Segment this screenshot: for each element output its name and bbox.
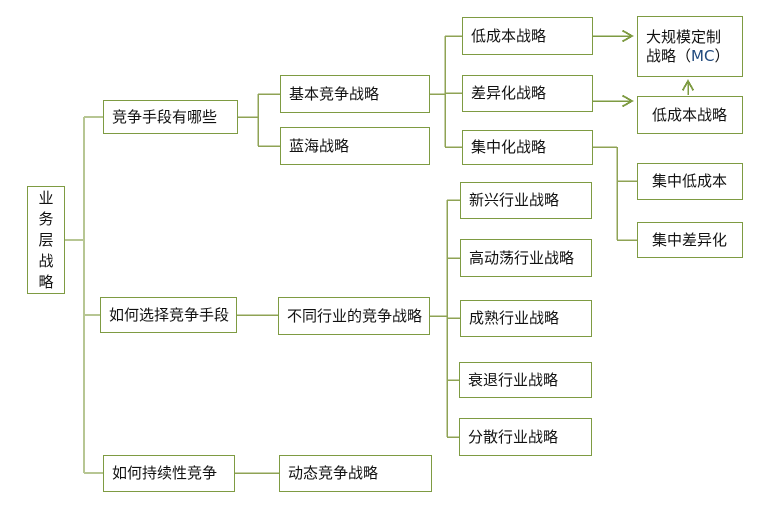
node-label: 低成本战略 [652, 105, 728, 124]
node-label: 集中差异化 [652, 230, 728, 249]
node-how-to-sustain-competition: 如何持续性竞争 [103, 455, 235, 492]
mc-abbreviation: MC [691, 46, 715, 65]
arrow-connectors [593, 29, 695, 108]
node-focus-strategy: 集中化战略 [462, 130, 593, 165]
node-label: 不同行业的竞争战略 [287, 306, 423, 325]
node-turbulent-industry-strategy: 高动荡行业战略 [460, 239, 592, 277]
node-label: 分散行业战略 [468, 427, 559, 446]
node-blue-ocean-strategy: 蓝海战略 [280, 127, 430, 165]
node-business-level-strategy: 业务层战略 [27, 186, 65, 294]
node-label: 集中化战略 [471, 138, 547, 156]
node-label: 如何持续性竞争 [112, 464, 218, 482]
node-mass-customization-strategy: 大规模定制 战略（MC） [637, 16, 743, 77]
node-basic-competitive-strategy: 基本竞争战略 [280, 75, 430, 113]
node-industry-competitive-strategies: 不同行业的竞争战略 [278, 297, 430, 335]
node-low-cost-strategy-2: 低成本战略 [637, 96, 743, 134]
node-fragmented-industry-strategy: 分散行业战略 [459, 418, 592, 456]
node-label: 动态竞争战略 [288, 464, 379, 482]
node-label: 如何选择竞争手段 [109, 305, 230, 324]
node-differentiation-strategy: 差异化战略 [462, 75, 593, 112]
node-label: 大规模定制 战略（MC） [646, 27, 730, 65]
node-label: 竞争手段有哪些 [112, 107, 218, 126]
node-what-competitive-means: 竞争手段有哪些 [103, 100, 238, 134]
node-label: 成熟行业战略 [469, 309, 560, 327]
node-label: 新兴行业战略 [469, 191, 560, 209]
node-low-cost-strategy: 低成本战略 [462, 17, 593, 55]
node-label: 差异化战略 [471, 84, 547, 102]
node-mature-industry-strategy: 成熟行业战略 [460, 300, 592, 337]
node-focused-differentiation: 集中差异化 [637, 222, 743, 258]
node-dynamic-competitive-strategy: 动态竞争战略 [279, 455, 432, 492]
node-label: 蓝海战略 [289, 136, 350, 155]
node-how-to-choose-means: 如何选择竞争手段 [100, 297, 237, 333]
node-emerging-industry-strategy: 新兴行业战略 [460, 182, 592, 219]
node-focused-low-cost: 集中低成本 [637, 163, 743, 200]
node-declining-industry-strategy: 衰退行业战略 [459, 362, 592, 398]
node-label: 集中低成本 [652, 172, 728, 190]
trunk-connector [64, 116, 103, 474]
node-label: 业务层战略 [38, 188, 54, 291]
node-label: 基本竞争战略 [289, 84, 380, 103]
node-label: 低成本战略 [471, 26, 547, 45]
node-label: 衰退行业战略 [468, 370, 559, 389]
bracket-connectors [235, 35, 637, 474]
node-label: 高动荡行业战略 [469, 248, 575, 267]
